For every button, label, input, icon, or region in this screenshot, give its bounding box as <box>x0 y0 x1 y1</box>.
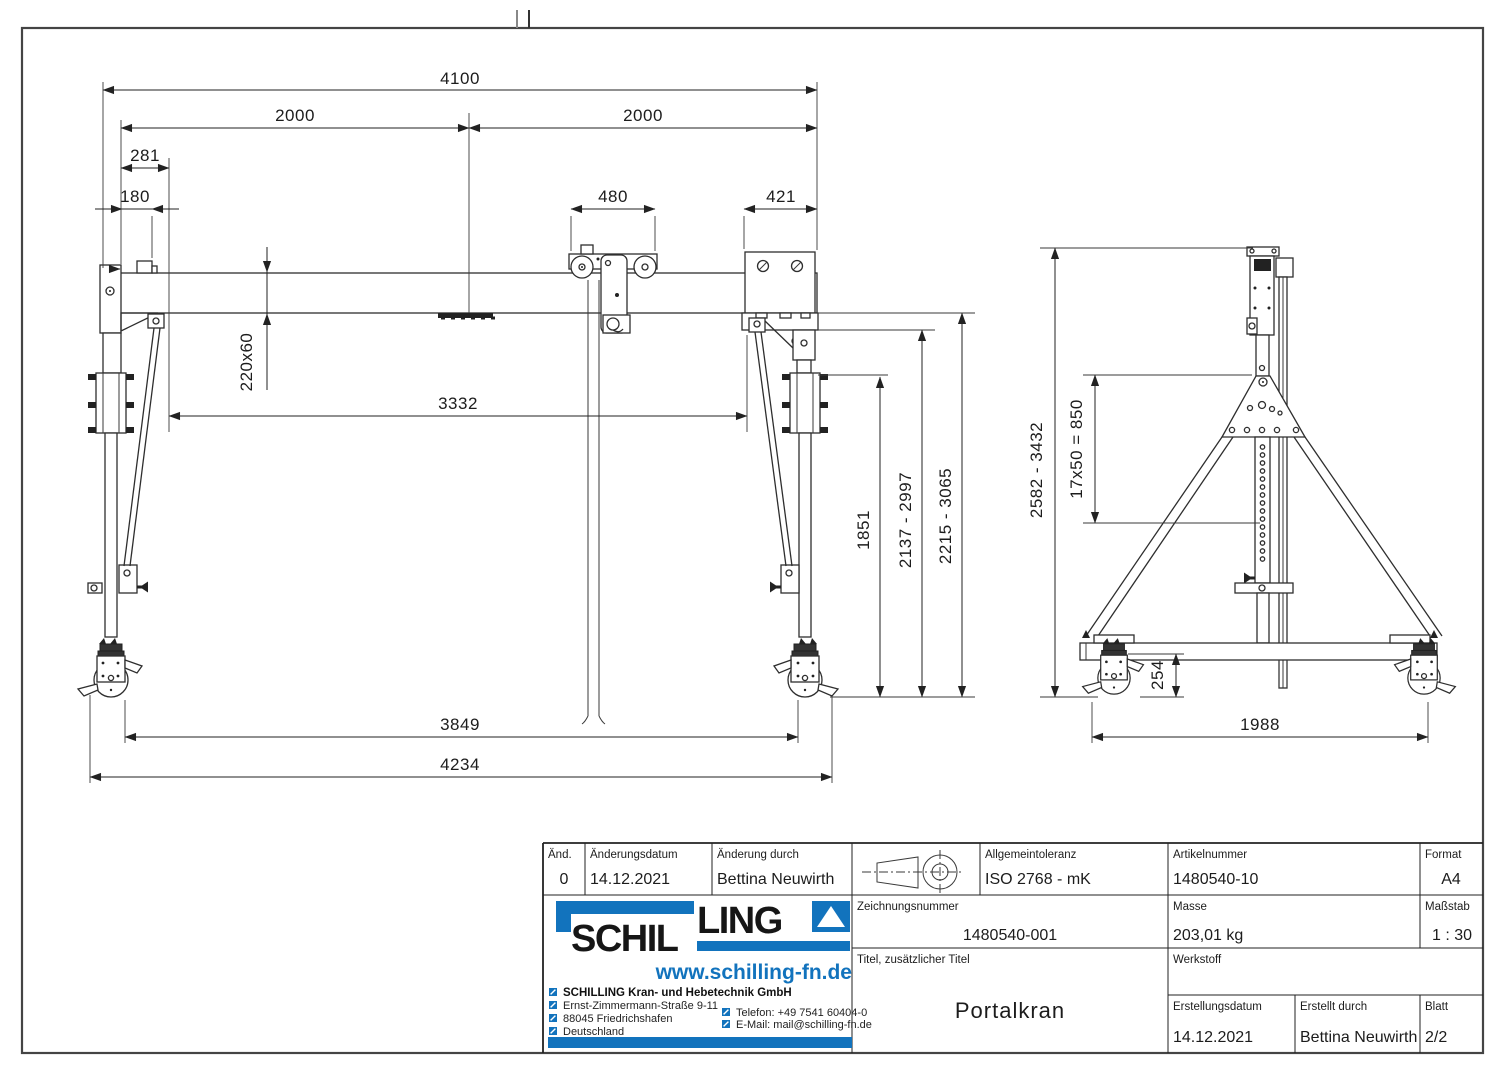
author-name: Bettina Neuwirth <box>1300 1029 1417 1046</box>
trolley-hoist <box>568 244 658 725</box>
dim-hole-pattern: 17x50 = 850 <box>1067 399 1086 499</box>
dim-inner-span: 3332 <box>438 394 478 413</box>
company-phone: Telefon: +49 7541 60404-0 <box>736 1007 867 1019</box>
logo-corner-bracket <box>556 901 694 932</box>
dim-trolley-480: 480 <box>598 187 628 206</box>
dim-base-width: 1988 <box>1240 715 1280 734</box>
format-label: Format <box>1425 849 1462 861</box>
dim-beam-section: 220x60 <box>237 333 256 392</box>
dim-right-span: 2000 <box>623 106 663 125</box>
material-label: Werkstoff <box>1173 954 1222 966</box>
left-column <box>87 313 165 638</box>
drawing-no: 1480540-001 <box>963 927 1057 944</box>
dim-wheel-base: 3849 <box>440 715 480 734</box>
dim-caster-height: 254 <box>1148 660 1167 690</box>
dim-height-range: 2582 - 3432 <box>1027 422 1046 518</box>
dim-offset-180: 180 <box>120 187 150 206</box>
caster-front-right <box>773 637 839 698</box>
author-label: Erstellt durch <box>1300 1001 1367 1013</box>
logo-website: www.schilling-fn.de <box>655 961 852 984</box>
page-frame <box>20 10 1485 1055</box>
dim-total-span: 4100 <box>440 69 480 88</box>
tolerance-value: ISO 2768 - mK <box>985 871 1091 888</box>
title-block: Änd. 0 Änderungsdatum 14.12.2021 Änderun… <box>542 842 1483 1053</box>
front-view-dimensions: 4100 2000 2000 281 180 480 421 220x60 33… <box>89 69 975 783</box>
mass-label: Masse <box>1173 901 1207 913</box>
company-street: Ernst-Zimmermann-Straße 9-11 <box>563 1000 718 1012</box>
logo-brand-right: LING <box>697 900 782 942</box>
rev-by: Bettina Neuwirth <box>717 871 834 888</box>
revision-no: 0 <box>560 871 569 888</box>
logo-brand-left: SCHIL <box>571 918 679 960</box>
sheet-no: 2/2 <box>1425 1029 1447 1046</box>
dim-hook-range: 2137 - 2997 <box>896 472 915 568</box>
company-name: SCHILLING Kran- und Hebetechnik GmbH <box>563 987 792 999</box>
dim-overall-width: 4234 <box>440 755 480 774</box>
company-country: Deutschland <box>563 1026 624 1038</box>
created-date: 14.12.2021 <box>1173 1029 1253 1046</box>
article-number: 1480540-10 <box>1173 871 1259 888</box>
dim-left-span: 2000 <box>275 106 315 125</box>
drawing-title: Portalkran <box>955 998 1065 1023</box>
revision-col-label: Änd. <box>548 849 572 861</box>
rev-date: 14.12.2021 <box>590 871 670 888</box>
first-angle-projection-icon <box>862 850 962 894</box>
logo-bottom-bar <box>548 1037 852 1048</box>
format-value: A4 <box>1441 871 1461 888</box>
side-view <box>1079 246 1456 695</box>
tolerance-label: Allgemeintoleranz <box>985 849 1077 861</box>
scale-label: Maßstab <box>1425 901 1470 913</box>
sheet-label: Blatt <box>1425 1001 1449 1013</box>
created-label: Erstellungsdatum <box>1173 1001 1262 1013</box>
base-beam <box>1079 642 1438 661</box>
title-label: Titel, zusätzlicher Titel <box>857 954 970 966</box>
rev-date-label: Änderungsdatum <box>590 849 678 861</box>
caster-front-left <box>77 637 143 698</box>
right-column <box>741 251 828 638</box>
dim-height-1851: 1851 <box>854 510 873 550</box>
article-label: Artikelnummer <box>1173 849 1247 861</box>
drawing-no-label: Zeichnungsnummer <box>857 901 959 913</box>
dim-beam-range: 2215 - 3065 <box>936 468 955 564</box>
front-view <box>77 113 839 725</box>
dim-offset-281: 281 <box>130 146 160 165</box>
mass-value: 203,01 kg <box>1173 927 1243 944</box>
company-city: 88045 Friedrichshafen <box>563 1013 672 1025</box>
company-email: E-Mail: mail@schilling-fn.de <box>736 1019 872 1031</box>
rev-by-label: Änderung durch <box>717 849 799 861</box>
scale-value: 1 : 30 <box>1432 927 1472 944</box>
side-view-dimensions: 2582 - 3432 17x50 = 850 254 1988 <box>1027 247 1429 743</box>
company-logo-block: SCHIL LING www.schilling-fn.de SCHILLING… <box>548 900 872 1048</box>
dim-clamp-421: 421 <box>766 187 796 206</box>
girder-beam <box>102 272 818 314</box>
